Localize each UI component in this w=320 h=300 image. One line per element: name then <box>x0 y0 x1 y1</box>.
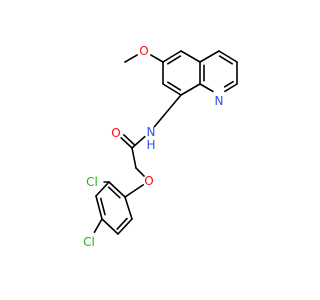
bond2-co-oC <box>123 134 136 146</box>
atom-label-amide-H: H <box>146 138 155 152</box>
bond-a3-a4 <box>95 195 103 220</box>
bond-c4-n1 <box>224 83 238 93</box>
bond2-c5-c6 <box>166 55 182 65</box>
bond2-c7-c8 <box>166 81 182 91</box>
bond-c2-c3 <box>218 50 238 63</box>
atom-label-amide-N: N <box>147 125 156 139</box>
bond-co-ch2 <box>131 147 137 169</box>
bond-a1-a2 <box>108 181 126 198</box>
bond-oE-a1 <box>124 184 144 198</box>
bond2-a1-a2 <box>107 186 121 199</box>
bond-c5-c6 <box>162 50 182 63</box>
atom-label-carbonyl-O: O <box>111 126 120 140</box>
bond-a2-a3 <box>95 181 110 197</box>
bond2-c2-c3 <box>218 55 234 65</box>
atom-label-methoxy-O: O <box>139 44 148 58</box>
bond-c8-c8a <box>180 83 201 96</box>
bond-a6-a1 <box>124 196 133 220</box>
bond2-a3-a4 <box>99 197 106 216</box>
atom-label-Cl-para: Cl <box>83 235 95 249</box>
bond-a4-a5 <box>101 218 119 235</box>
atom-label-ether-O: O <box>144 174 153 188</box>
bond-c4a-c5 <box>180 50 201 63</box>
atom-label-Cl-ortho: Cl <box>86 175 98 189</box>
bond-c8-nH <box>153 94 182 128</box>
bonds-layer <box>93 50 238 235</box>
bond2-c4-n1 <box>223 80 234 88</box>
bond2-a5-a6 <box>116 217 128 230</box>
bond-nH-co <box>131 135 146 149</box>
bond-a4-cl4 <box>93 218 103 233</box>
bond-oMe-cMe <box>124 54 138 63</box>
atom-label-quinoline-N: N <box>215 94 224 108</box>
bond-c6-oMe <box>150 54 164 63</box>
bond-a5-a6 <box>117 218 133 235</box>
bond-co-oC <box>120 136 133 149</box>
bond-c7-c8 <box>162 83 182 96</box>
bond-ch2-oE <box>135 167 145 177</box>
bond-c4a-c2 <box>199 50 220 63</box>
bond-n1-c8a <box>199 83 214 93</box>
